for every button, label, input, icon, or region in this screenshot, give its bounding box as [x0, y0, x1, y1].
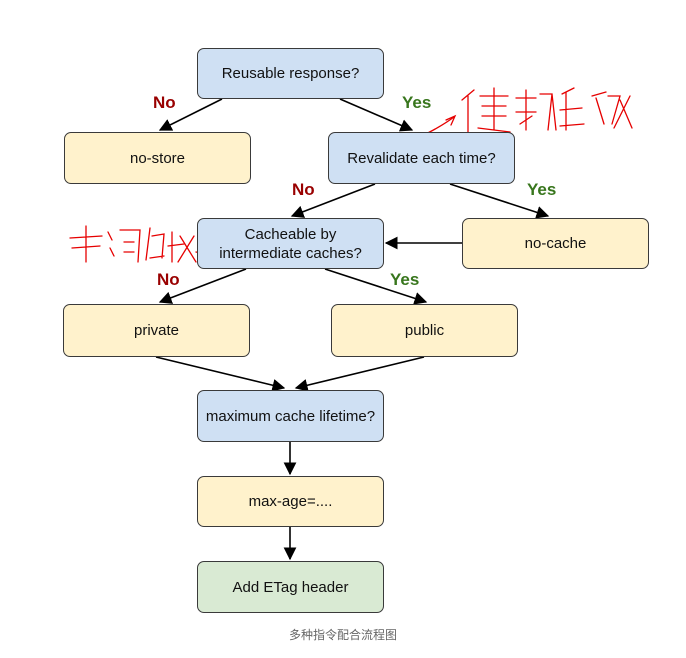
- node-no-cache: no-cache: [462, 218, 649, 269]
- label-no-reusable: No: [153, 93, 176, 112]
- node-revalidate: Revalidate each time?: [328, 132, 515, 184]
- arrow-private-to-maxcache: [155, 356, 286, 392]
- label-yes-reusable: Yes: [402, 93, 432, 112]
- arrow-reusable-to-revalidate: [339, 98, 414, 132]
- node-public: public: [331, 304, 518, 357]
- label-yes-revalidate: Yes: [527, 180, 557, 199]
- arrow-revalidate-to-nocache: [449, 183, 550, 219]
- arrow-cacheable-to-private: [158, 268, 247, 304]
- node-cacheable-intermediate: Cacheable by intermediate caches?: [197, 218, 384, 269]
- label-no-cacheable: No: [157, 270, 180, 289]
- label-no-revalidate: No: [292, 180, 315, 199]
- arrow-revalidate-to-cacheable: [290, 183, 376, 218]
- arrow-cacheable-to-public: [324, 268, 428, 305]
- figure-caption: 多种指令配合流程图: [288, 628, 397, 642]
- arrow-public-to-maxcache: [294, 356, 425, 392]
- node-no-store: no-store: [64, 132, 251, 184]
- label-yes-cacheable: Yes: [390, 270, 420, 289]
- arrow-reusable-to-nostore: [158, 98, 223, 131]
- node-add-etag: Add ETag header: [197, 561, 384, 613]
- node-private: private: [63, 304, 250, 357]
- node-max-cache-lifetime: maximum cache lifetime?: [197, 390, 384, 442]
- node-max-age: max-age=....: [197, 476, 384, 527]
- node-reusable-response: Reusable response?: [197, 48, 384, 99]
